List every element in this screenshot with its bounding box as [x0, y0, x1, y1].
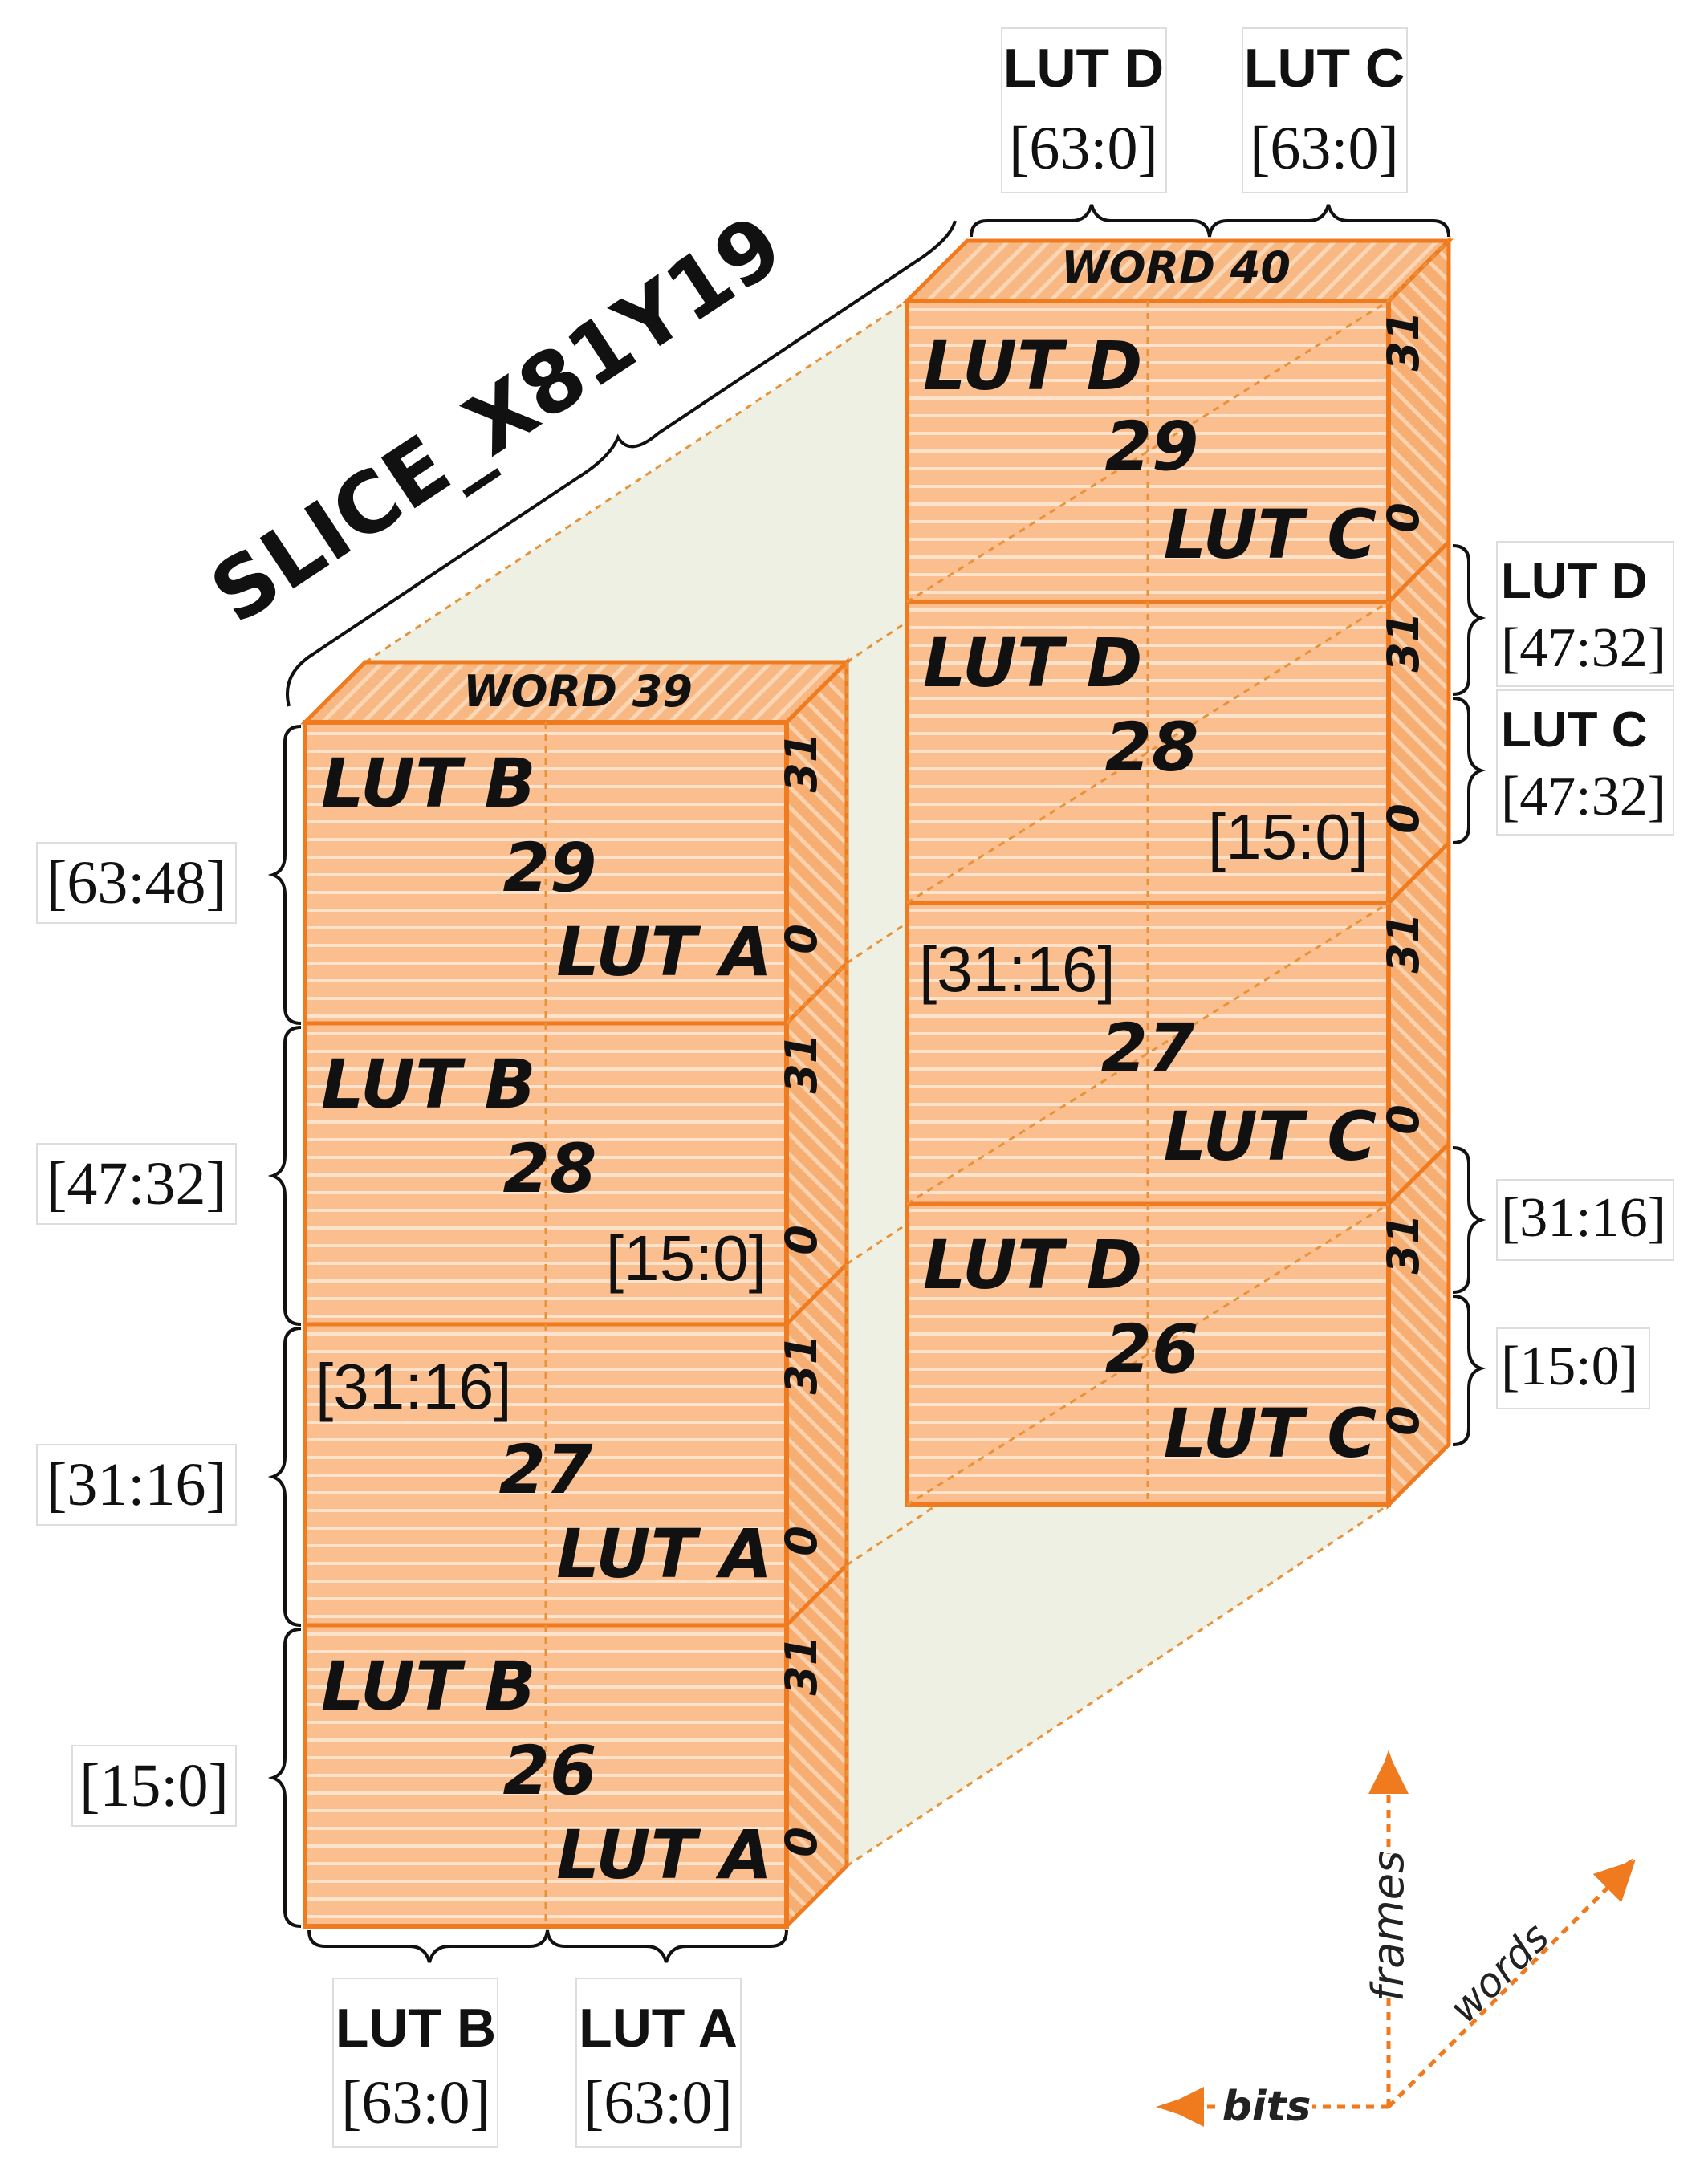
- word-39-left-brackets: [267, 725, 302, 1928]
- word-39-row-29-range-label: [63:48]: [47, 849, 226, 917]
- word-40-lut-d-range: [63:0]: [1009, 115, 1158, 182]
- frames-axis-label: frames: [1363, 1851, 1413, 2002]
- word-39-row-27-bit-lo: 0: [776, 1526, 827, 1556]
- word-39-row-26-frame: 26: [503, 1731, 597, 1810]
- word-39-lut-a-label: LUT A: [579, 1998, 738, 2059]
- frames-arrow-head: [1374, 1750, 1403, 1794]
- word-39-row-28-bottom: [15:0]: [606, 1222, 767, 1294]
- word-40-lut-d-label: LUT D: [1003, 38, 1164, 99]
- word-40-row-26-bit-hi: 31: [1378, 1214, 1429, 1274]
- word-39-row-27-bottom: LUT A: [556, 1515, 772, 1593]
- word-39-row-26-range-label: [15:0]: [79, 1752, 229, 1819]
- word-39-row-26-bottom: LUT A: [556, 1815, 772, 1894]
- word-39-row-27-bit-hi: 31: [776, 1334, 827, 1394]
- word-39-row-28-top: LUT B: [321, 1045, 536, 1124]
- word-40-row-28-bit-hi: 31: [1378, 612, 1429, 672]
- word-40-block: WORD 40 LUT D 29 LUT C LUT D 28 [15:0] […: [901, 235, 1454, 1510]
- word-40-row-26-frame: 26: [1105, 1310, 1199, 1388]
- word-39-row-26-top: LUT B: [321, 1647, 536, 1726]
- word-39-lut-b-label: LUT B: [336, 1998, 496, 2059]
- word-39-row-27-range-label: [31:16]: [47, 1451, 226, 1519]
- word-40-title: WORD 40: [1061, 242, 1291, 293]
- word-40-top-brackets: [970, 204, 1450, 238]
- word-39-row-27-top: [31:16]: [315, 1351, 512, 1422]
- word-39-row-29-bit-hi: 31: [776, 732, 827, 792]
- bits-arrow-head: [1156, 2092, 1200, 2121]
- word-40-row-29-bottom: LUT C: [1164, 495, 1377, 574]
- word-40-right-lut-d-range: [47:32]: [1501, 617, 1666, 679]
- words-arrow-head: [1601, 1858, 1633, 1893]
- bits-label-box: [1220, 2083, 1312, 2135]
- word-40-right-lut-c-range: [47:32]: [1501, 766, 1666, 827]
- word-39-row-27-frame: 27: [499, 1430, 593, 1509]
- word-39-block: WORD 39 LUT B 29 LUT A LUT B 28 [15:0] […: [299, 657, 852, 1932]
- word-40-row-27-bottom: LUT C: [1164, 1097, 1377, 1176]
- word-40-row-28-frame: 28: [1105, 708, 1199, 787]
- word-39-row-28-bit-lo: 0: [776, 1225, 827, 1255]
- word-40-row-29-frame: 29: [1105, 407, 1199, 486]
- word-40-right-brackets: [1452, 544, 1486, 1446]
- words-axis-label: words: [1440, 1913, 1558, 2031]
- word-39-row-29-bit-lo: 0: [776, 924, 827, 954]
- word-40-row-28-bit-lo: 0: [1378, 803, 1429, 834]
- word-40-row-27-bit-lo: 0: [1378, 1104, 1429, 1135]
- word-39-row-26-bit-lo: 0: [776, 1827, 827, 1857]
- word-40-row-26-top: LUT D: [923, 1226, 1142, 1304]
- word-39-lut-b-range: [63:0]: [341, 2069, 490, 2137]
- word-40-right-lut-c-label: LUT C: [1501, 702, 1648, 758]
- bits-axis-label: bits: [1222, 2083, 1312, 2131]
- word-40-right-lut-d-label: LUT D: [1501, 554, 1648, 609]
- word-39-lut-a-range: [63:0]: [584, 2069, 733, 2137]
- word-40-top-label-boxes: [1001, 27, 1408, 193]
- word-40-row-27-bit-hi: 31: [1378, 913, 1429, 973]
- word-40-row-29-bit-lo: 0: [1378, 502, 1429, 533]
- word-39-row-26-bit-hi: 31: [776, 1635, 827, 1695]
- word-40-row-29-bit-hi: 31: [1378, 311, 1429, 371]
- word-40-lut-c-range: [63:0]: [1250, 115, 1399, 182]
- word-40-row-26-bit-lo: 0: [1378, 1405, 1429, 1436]
- word-39-row-29-bottom: LUT A: [556, 913, 772, 991]
- word-39-row-28-range-label: [47:32]: [47, 1150, 226, 1218]
- word-40-right-15-0-label: [15:0]: [1501, 1336, 1638, 1397]
- word-39-title: WORD 39: [463, 666, 693, 717]
- word-39-row-29-frame: 29: [503, 828, 597, 907]
- word-40-row-27-frame: 27: [1101, 1009, 1195, 1088]
- word-39-row-29-top: LUT B: [321, 744, 536, 823]
- word-39-bottom-label-boxes: [332, 1978, 742, 2148]
- word-40-right-31-16-label: [31:16]: [1501, 1187, 1666, 1249]
- slice-bracket: [286, 220, 957, 707]
- word-39-left-label-boxes: [36, 842, 237, 1827]
- word-39-row-28-frame: 28: [503, 1129, 597, 1208]
- word-40-row-26-bottom: LUT C: [1164, 1394, 1377, 1473]
- word-39-bottom-brackets: [307, 1929, 788, 1963]
- word-40-row-29-top: LUT D: [923, 327, 1142, 405]
- word-39-row-28-bit-hi: 31: [776, 1033, 827, 1093]
- word-40-lut-c-label: LUT C: [1244, 38, 1405, 99]
- word-40-row-28-bottom: [15:0]: [1208, 801, 1368, 872]
- word-40-right-label-boxes: [1496, 541, 1674, 1409]
- word-40-row-27-top: [31:16]: [919, 933, 1116, 1005]
- frames-label-box: [1360, 1854, 1417, 1998]
- word-40-row-28-top: LUT D: [923, 624, 1142, 702]
